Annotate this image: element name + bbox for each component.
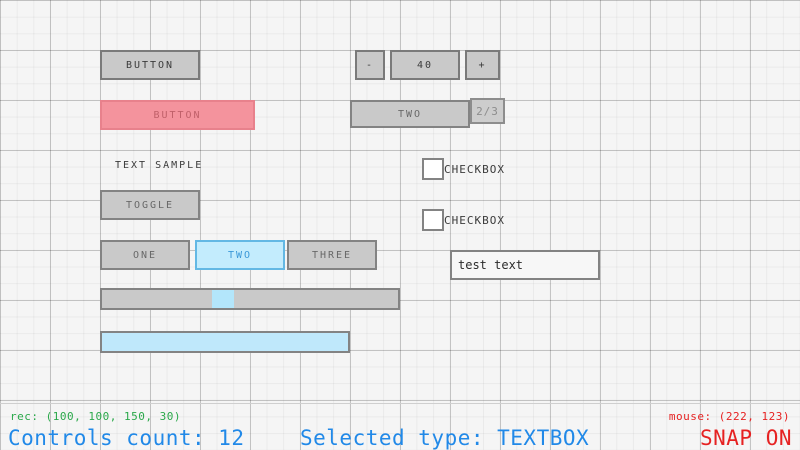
- checkbox-two-label-text: CHECKBOX: [444, 213, 505, 227]
- selected-type: Selected type: TEXTBOX: [300, 426, 590, 450]
- mouse-info: mouse: (222, 123): [668, 410, 790, 423]
- dropdown-value: TWO: [397, 108, 423, 120]
- toggle-group-option-three[interactable]: THREE: [287, 240, 377, 270]
- button-plain-label: BUTTON: [125, 59, 175, 71]
- toggle-group-option-two[interactable]: TWO: [195, 240, 285, 270]
- textbox-input[interactable]: test text: [450, 250, 600, 280]
- progressbar-fill: [102, 333, 348, 351]
- slider-handle[interactable]: [212, 290, 234, 308]
- checkbox-one-label-text: CHECKBOX: [444, 162, 505, 176]
- spinner-value: 40: [416, 59, 434, 71]
- dropdown-page-badge-label: 2/3: [476, 104, 499, 118]
- toggle-button[interactable]: TOGGLE: [100, 190, 200, 220]
- toggle-group-option-one-label: ONE: [132, 249, 158, 261]
- text-sample-label: TEXT SAMPLE: [115, 157, 265, 173]
- snap-state[interactable]: SNAP ON: [699, 426, 792, 450]
- spinner-increment-label: +: [478, 59, 487, 71]
- progressbar: [100, 331, 350, 353]
- dropdown-page-badge: 2/3: [470, 98, 505, 124]
- spinner-value-field[interactable]: 40: [390, 50, 460, 80]
- controls-count: Controls count: 12: [8, 426, 245, 450]
- toggle-button-label: TOGGLE: [125, 199, 175, 211]
- spinner-decrement-label: -: [365, 59, 375, 71]
- toggle-group-option-two-label: TWO: [227, 249, 253, 261]
- button-danger-label: BUTTON: [153, 109, 202, 121]
- checkbox-two[interactable]: [422, 209, 444, 231]
- button-danger[interactable]: BUTTON: [100, 100, 255, 130]
- slider[interactable]: [100, 288, 400, 310]
- checkbox-one[interactable]: [422, 158, 444, 180]
- statusbar: rec: (100, 100, 150, 30) mouse: (222, 12…: [0, 403, 800, 450]
- checkbox-two-label: CHECKBOX: [444, 209, 544, 231]
- checkbox-one-label: CHECKBOX: [444, 158, 544, 180]
- dropdown-box[interactable]: TWO: [350, 100, 470, 128]
- textbox-value: test text: [458, 258, 524, 272]
- spinner-decrement-button[interactable]: -: [355, 50, 385, 80]
- spinner-increment-button[interactable]: +: [465, 50, 500, 80]
- rec-info: rec: (100, 100, 150, 30): [10, 410, 181, 423]
- button-plain[interactable]: BUTTON: [100, 50, 200, 80]
- text-sample-value: TEXT SAMPLE: [115, 159, 204, 171]
- toggle-group-option-three-label: THREE: [311, 249, 353, 261]
- toggle-group-option-one[interactable]: ONE: [100, 240, 190, 270]
